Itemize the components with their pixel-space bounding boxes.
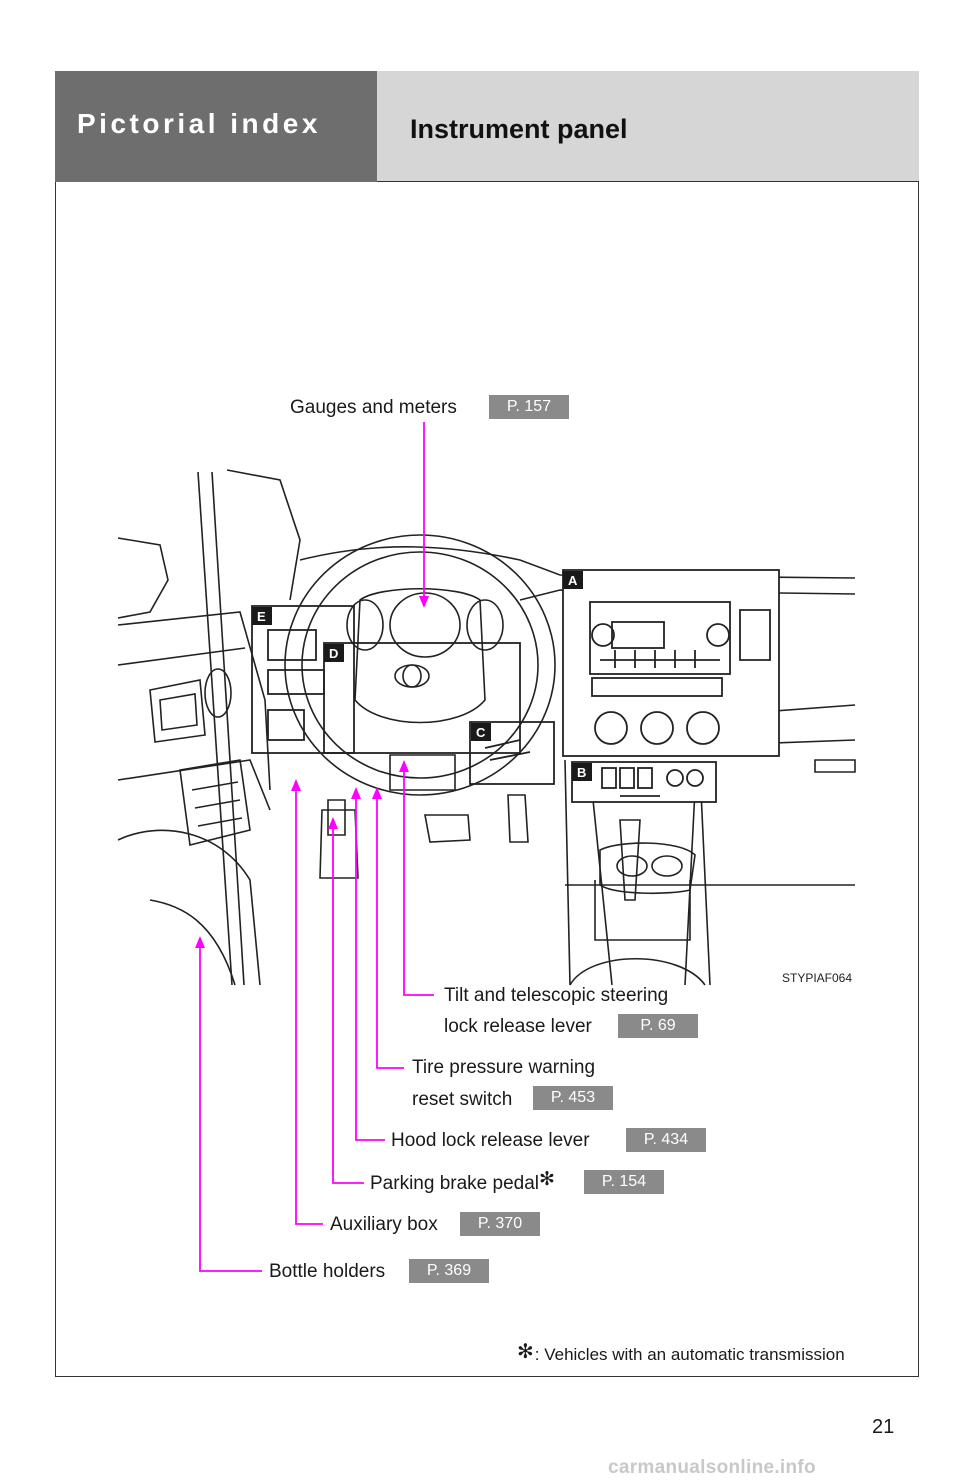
callout-parking-label: Parking brake pedal✻ <box>370 1169 555 1195</box>
watermark: carmanualsonline.info <box>608 1457 816 1478</box>
asterisk-icon: ✻ <box>539 1169 555 1190</box>
region-label-c: C <box>476 725 486 740</box>
page-title: Instrument panel <box>410 114 628 144</box>
callout-auxiliary-page-ref[interactable]: P. 370 <box>460 1212 540 1236</box>
section-tab <box>55 71 377 182</box>
leader-lines <box>199 422 434 1272</box>
callout-tire-label-line1: Tire pressure warning <box>412 1057 596 1078</box>
illustration-code: STYPIAF064 <box>782 971 852 985</box>
callout-gauges-page-ref[interactable]: P. 157 <box>489 395 569 419</box>
title-bar <box>377 71 919 182</box>
callout-auxiliary-label: Auxiliary box <box>330 1214 438 1235</box>
callout-gauges-label: Gauges and meters <box>290 397 457 418</box>
callout-hood-page-ref[interactable]: P. 434 <box>626 1128 706 1152</box>
callout-parking-page-ref[interactable]: P. 154 <box>584 1170 664 1194</box>
callout-tire-label-line2: reset switch <box>412 1089 513 1110</box>
section-title: Pictorial index <box>77 108 321 139</box>
callout-tilt-page-ref[interactable]: P. 69 <box>618 1014 698 1038</box>
region-label-e: E <box>257 609 266 624</box>
region-label-a: A <box>568 573 578 588</box>
footnote-text: : Vehicles with an automatic transmissio… <box>534 1345 845 1364</box>
page-number: 21 <box>872 1416 895 1438</box>
callout-tilt-label-line2: lock release lever <box>444 1016 592 1037</box>
callout-parking-text: Parking brake pedal <box>370 1173 539 1194</box>
callout-hood-label: Hood lock release lever <box>391 1130 590 1151</box>
callout-tire-page-ref[interactable]: P. 453 <box>533 1086 613 1110</box>
footnote: ✻: Vehicles with an automatic transmissi… <box>517 1341 845 1366</box>
callout-tilt-label-line1: Tilt and telescopic steering <box>444 985 669 1006</box>
asterisk-icon: ✻ <box>517 1341 534 1363</box>
callout-bottle-label: Bottle holders <box>269 1261 386 1282</box>
callout-bottle-page-ref[interactable]: P. 369 <box>409 1259 489 1283</box>
region-label-b: B <box>577 765 586 780</box>
region-label-d: D <box>329 646 338 661</box>
